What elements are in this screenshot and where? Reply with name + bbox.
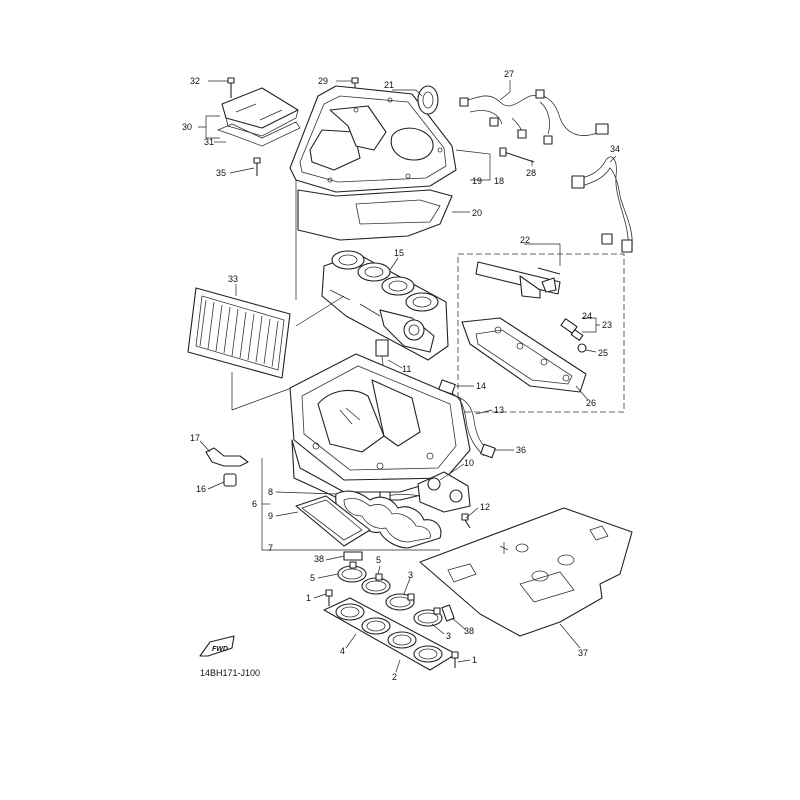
fwd-arrow-symbol: FWD xyxy=(199,635,235,657)
bolt-28 xyxy=(499,147,535,163)
fwd-arrow-label: FWD xyxy=(212,646,228,653)
screw-35 xyxy=(253,157,261,176)
callout-34: 34 xyxy=(610,144,620,154)
intake-sensor-10 xyxy=(379,471,471,513)
callout-16: 16 xyxy=(196,484,206,494)
callout-28: 28 xyxy=(526,168,536,178)
callout-5-lower: 5 xyxy=(310,573,315,583)
sensor-11 xyxy=(375,339,389,375)
callout-5-upper: 5 xyxy=(376,555,381,565)
small-cover-plate xyxy=(221,87,299,137)
leader-lines xyxy=(198,80,617,673)
clamp-5-left xyxy=(337,561,367,583)
air-box-lower-housing xyxy=(289,353,471,501)
fuel-hose-34 xyxy=(571,156,633,253)
duct-sheet-20 xyxy=(297,189,453,241)
clip-38-top xyxy=(343,551,363,561)
grommet-21 xyxy=(417,85,439,115)
callout-20: 20 xyxy=(472,208,482,218)
bolt-1-left xyxy=(325,589,333,606)
callout-30: 30 xyxy=(182,122,192,132)
callout-11: 11 xyxy=(402,364,411,374)
callout-7: 7 xyxy=(268,543,273,553)
callout-19: 19 xyxy=(472,176,482,186)
intake-joint-plate-4 xyxy=(323,597,457,671)
callout-10: 10 xyxy=(464,458,474,468)
callout-18: 18 xyxy=(494,176,504,186)
o-ring-25 xyxy=(577,343,587,353)
clamp-14 xyxy=(438,379,456,395)
callout-6: 6 xyxy=(252,499,257,509)
callout-37: 37 xyxy=(578,648,588,658)
throttle-body-assembly-15 xyxy=(321,250,449,361)
callout-13: 13 xyxy=(494,405,504,415)
clamp-5-right xyxy=(361,573,391,595)
callout-17: 17 xyxy=(190,433,200,443)
clamp-3-bottom xyxy=(413,607,443,627)
air-box-cover xyxy=(289,85,457,193)
damper-16 xyxy=(223,473,237,487)
callout-1-right: 1 xyxy=(472,655,477,665)
clamp-3-top xyxy=(385,593,415,611)
callout-27: 27 xyxy=(504,69,514,79)
callout-3-upper: 3 xyxy=(408,570,413,580)
callout-31: 31 xyxy=(204,137,214,147)
drawing-code: 14BH171-J100 xyxy=(200,668,260,678)
gasket-31 xyxy=(216,121,301,147)
clamp-36 xyxy=(480,443,496,459)
callout-9: 9 xyxy=(268,511,273,521)
callout-22: 22 xyxy=(520,235,530,245)
callout-32: 32 xyxy=(190,76,200,86)
callout-38-top: 38 xyxy=(314,554,324,564)
callout-38-bottom: 38 xyxy=(464,626,474,636)
callout-26: 26 xyxy=(586,398,596,408)
clip-38-bottom xyxy=(441,604,455,622)
screw-32 xyxy=(227,77,235,98)
wire-harness xyxy=(459,89,609,145)
callout-3-lower: 3 xyxy=(446,631,451,641)
screw-12 xyxy=(461,513,471,529)
air-filter-33 xyxy=(187,287,291,379)
callout-29: 29 xyxy=(318,76,328,86)
callout-numbers: 32 29 21 27 30 31 35 19 18 20 28 34 22 1… xyxy=(182,69,620,682)
callout-21: 21 xyxy=(384,80,394,90)
callout-14: 14 xyxy=(476,381,486,391)
callout-33: 33 xyxy=(228,274,238,284)
callout-24: 24 xyxy=(582,311,592,321)
fuel-rail-assembly xyxy=(461,261,587,393)
callout-2: 2 xyxy=(392,672,397,682)
bolt-1-right xyxy=(451,651,459,668)
injector-24 xyxy=(560,318,584,341)
callout-15: 15 xyxy=(394,248,404,258)
callout-8: 8 xyxy=(268,487,273,497)
callout-35: 35 xyxy=(216,168,226,178)
bracket-17 xyxy=(205,447,249,467)
callout-12: 12 xyxy=(480,502,490,512)
callout-23: 23 xyxy=(602,320,612,330)
callout-25: 25 xyxy=(598,348,608,358)
callout-1-left: 1 xyxy=(306,593,311,603)
callout-36: 36 xyxy=(516,445,526,455)
insulator-sheet-37 xyxy=(419,507,633,637)
callout-4: 4 xyxy=(340,646,345,656)
gasket-9 xyxy=(295,495,371,547)
